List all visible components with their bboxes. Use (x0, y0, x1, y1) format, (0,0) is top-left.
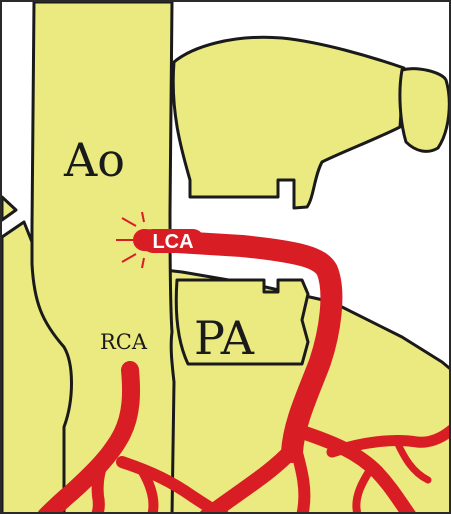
pulmonary-trunk (173, 37, 404, 208)
rca-label: RCA (100, 330, 148, 354)
aorta-label: Ao (63, 133, 125, 187)
left-atrium-edge (2, 197, 16, 220)
pulmonary-artery-label: PA (194, 311, 255, 365)
pulmonary-trunk-cap (400, 69, 449, 152)
lca-label: LCA (152, 231, 193, 253)
